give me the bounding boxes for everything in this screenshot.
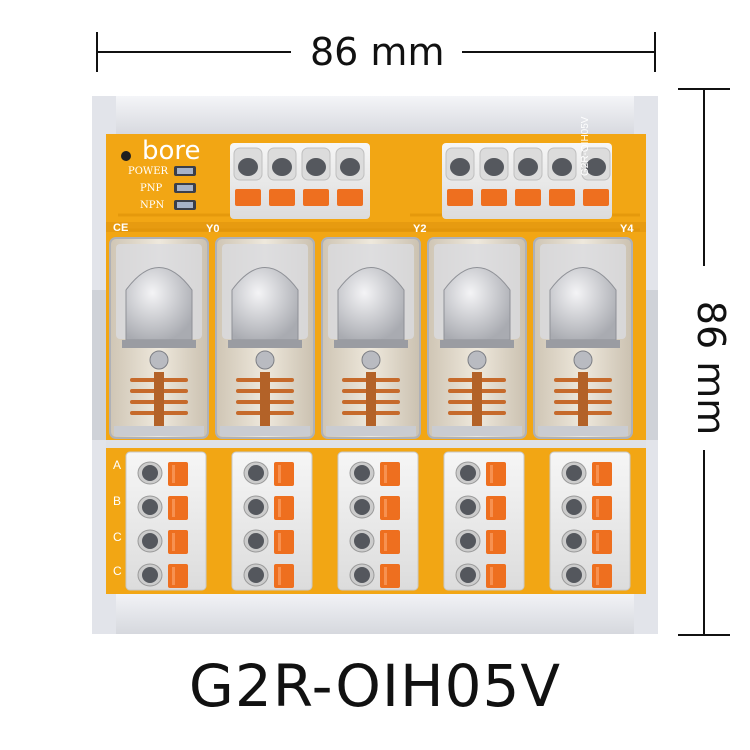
- width-dimension-line-right: [462, 51, 656, 53]
- relay: [533, 237, 633, 439]
- indicator-label-power: POWER: [128, 166, 169, 177]
- top-terminal-block-left: [230, 143, 370, 219]
- width-dimension-line-left: [96, 51, 291, 53]
- bottom-terminal-block: [337, 451, 419, 591]
- terminal-label-c2: C: [113, 564, 122, 578]
- top-terminal-slot: [445, 147, 475, 206]
- top-terminal-slot: [233, 147, 263, 206]
- top-terminal-slot: [301, 147, 331, 206]
- top-terminal-slot: [267, 147, 297, 206]
- height-dimension-tick-bottom: [678, 634, 730, 636]
- width-dimension: 86 mm: [96, 28, 656, 76]
- board-side-print: G2R-OIH05V: [580, 116, 591, 176]
- relay-label-y4: Y4: [620, 223, 634, 235]
- height-dimension-line-bottom: [703, 450, 705, 636]
- terminal-label-a: A: [113, 458, 122, 472]
- indicator-label-pnp: PNP: [140, 183, 163, 194]
- ce-mark: CE: [113, 222, 129, 234]
- top-terminal-slot: [513, 147, 543, 206]
- top-terminal-block-right: [442, 143, 612, 219]
- brand-logo: bore: [142, 136, 201, 166]
- relay: [321, 237, 421, 439]
- top-terminal-slot: [581, 147, 611, 206]
- top-terminal-slot: [547, 147, 577, 206]
- top-terminal-slot: [335, 147, 365, 206]
- terminal-label-c1: C: [113, 530, 122, 544]
- width-dimension-label: 86 mm: [310, 30, 445, 74]
- relay: [215, 237, 315, 439]
- terminal-label-b: B: [113, 494, 122, 508]
- indicator-label-npn: NPN: [140, 200, 165, 211]
- top-terminal-slot: [479, 147, 509, 206]
- height-dimension: 86 mm: [678, 88, 733, 636]
- bottom-terminal-block: [125, 451, 207, 591]
- relay-label-y0: Y0: [206, 223, 220, 235]
- bottom-terminal-block: [549, 451, 631, 591]
- model-name: G2R-OIH05V: [188, 652, 562, 720]
- relay: [427, 237, 527, 439]
- height-dimension-line-top: [703, 88, 705, 266]
- indicator-leds: [121, 151, 196, 210]
- relay: [109, 237, 209, 439]
- bottom-terminal-block: [231, 451, 313, 591]
- width-dimension-tick-right: [654, 32, 656, 72]
- bottom-terminal-block: [443, 451, 525, 591]
- relay-label-y2: Y2: [413, 223, 427, 235]
